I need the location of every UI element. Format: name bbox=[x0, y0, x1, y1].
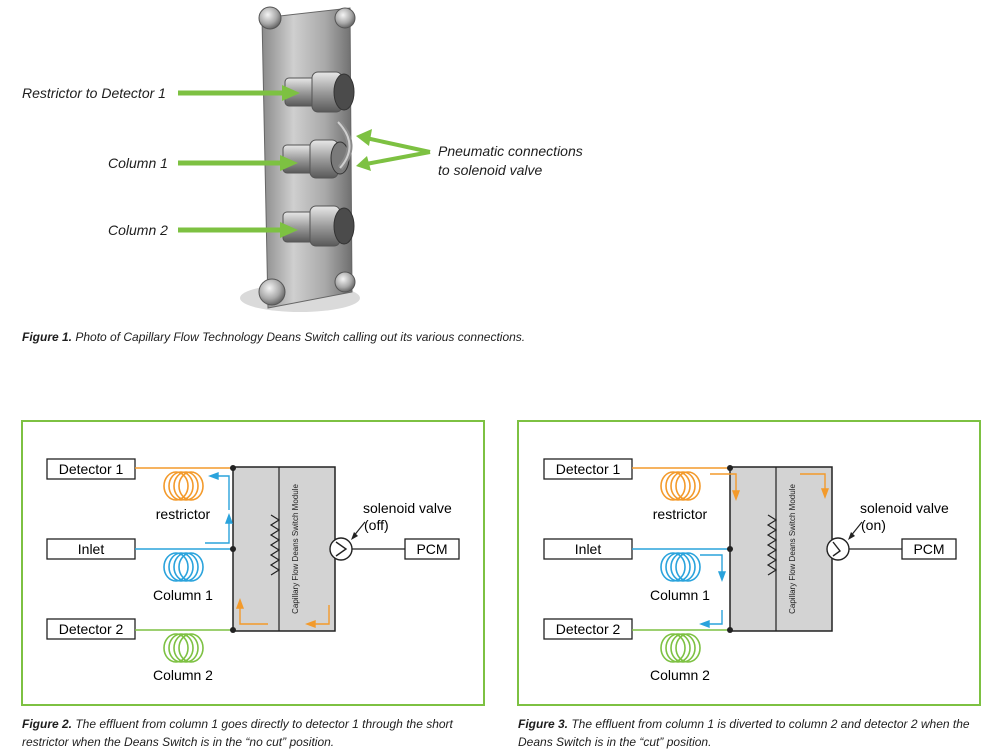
figure3-column2-coil bbox=[632, 629, 730, 663]
figure2-column1-label: Column 1 bbox=[153, 587, 213, 603]
figure3-column2-label: Column 2 bbox=[650, 667, 710, 683]
figure3-pcm-box bbox=[901, 538, 957, 560]
figure3-column1-label: Column 1 bbox=[650, 587, 710, 603]
figure3-flow-blue bbox=[699, 554, 727, 629]
figure3-flow-orange bbox=[710, 473, 830, 501]
arrow-restrictor bbox=[178, 85, 300, 101]
callout-column1: Column 1 bbox=[108, 155, 168, 171]
figure2-diagram: Capillary Flow Deans Switch Module Detec… bbox=[21, 420, 485, 706]
figure2-column2-label: Column 2 bbox=[153, 667, 213, 683]
figure3-restrictor-coil bbox=[632, 467, 730, 501]
figure3-valve-label: solenoid valve bbox=[860, 500, 949, 516]
figure2-detector1-label: Detector 1 bbox=[59, 461, 124, 477]
figure2-frame bbox=[21, 420, 485, 706]
figure3-module bbox=[729, 466, 833, 632]
figure3-pcm-label: PCM bbox=[913, 541, 944, 557]
figure2-resistor-zigzag bbox=[269, 514, 281, 576]
figure3-column1-coil bbox=[632, 548, 730, 582]
figure2-detector2-box bbox=[46, 618, 136, 640]
corner-bolts bbox=[258, 6, 356, 306]
figure3-detector2-box bbox=[543, 618, 633, 640]
figure2-inlet-label: Inlet bbox=[78, 541, 105, 557]
figure1-caption: Figure 1. Photo of Capillary Flow Techno… bbox=[22, 328, 922, 346]
figure3-valve-state: (on) bbox=[861, 517, 886, 533]
figure2-flow-blue bbox=[205, 471, 234, 544]
figure2-pcm-label: PCM bbox=[416, 541, 447, 557]
figure2-caption: Figure 2. The effluent from column 1 goe… bbox=[22, 715, 492, 751]
figure3-inlet-label: Inlet bbox=[575, 541, 602, 557]
figure3-detector1-box bbox=[543, 458, 633, 480]
figure2-pcm-box bbox=[404, 538, 460, 560]
figure2-flow-orange bbox=[235, 598, 330, 629]
fitting-column2 bbox=[282, 205, 355, 247]
figure3-detector1-label: Detector 1 bbox=[556, 461, 621, 477]
figure2-solenoid-valve-icon bbox=[329, 537, 353, 561]
figure2-column1-coil bbox=[135, 548, 233, 582]
figure3-caption-text: The effluent from column 1 is diverted t… bbox=[518, 717, 970, 749]
figure3-detector2-label: Detector 2 bbox=[556, 621, 621, 637]
arrow-column1 bbox=[178, 155, 298, 171]
callout-restrictor: Restrictor to Detector 1 bbox=[22, 85, 166, 101]
figure3-caption-label: Figure 3. bbox=[518, 717, 569, 731]
figure1-caption-label: Figure 1. bbox=[22, 330, 73, 344]
figure2-restrictor-label: restrictor bbox=[156, 506, 211, 522]
figure3-restrictor-label: restrictor bbox=[653, 506, 708, 522]
figure2-detector2-label: Detector 2 bbox=[59, 621, 124, 637]
figure3-resistor-zigzag bbox=[766, 514, 778, 576]
arrow-column2 bbox=[178, 222, 298, 238]
callout-pneumatic-line2: to solenoid valve bbox=[438, 162, 543, 178]
figure2-caption-label: Figure 2. bbox=[22, 717, 73, 731]
figure2-module-label: Capillary Flow Deans Switch Module bbox=[291, 484, 300, 614]
figure2-caption-text: The effluent from column 1 goes directly… bbox=[22, 717, 453, 749]
figure2-detector1-box bbox=[46, 458, 136, 480]
arrow-pneumatic bbox=[356, 129, 431, 171]
callout-pneumatic-line1: Pneumatic connections bbox=[438, 143, 583, 159]
figure3-caption: Figure 3. The effluent from column 1 is … bbox=[518, 715, 988, 751]
figure3-module-label: Capillary Flow Deans Switch Module bbox=[788, 484, 797, 614]
callout-column2: Column 2 bbox=[108, 222, 168, 238]
figure2-valve-state: (off) bbox=[364, 517, 389, 533]
figure1-photo bbox=[178, 6, 431, 312]
fitting-column1 bbox=[282, 139, 350, 179]
figure3-diagram: Capillary Flow Deans Switch Module Detec… bbox=[517, 420, 981, 706]
figure2-module bbox=[232, 466, 336, 632]
figure2-restrictor-coil bbox=[135, 467, 233, 501]
figure1-caption-text: Photo of Capillary Flow Technology Deans… bbox=[72, 330, 526, 344]
fitting-restrictor bbox=[284, 71, 355, 113]
figure2-column2-coil bbox=[135, 629, 233, 663]
figure2-valve-label: solenoid valve bbox=[363, 500, 452, 516]
figure3-frame bbox=[517, 420, 981, 706]
